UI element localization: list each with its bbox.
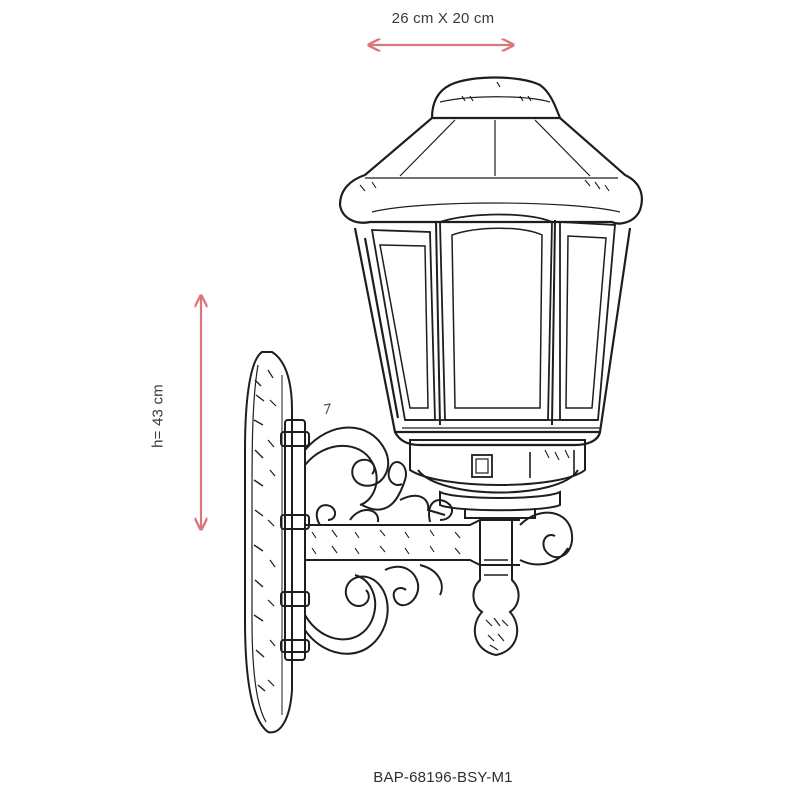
- lantern-roof: [338, 76, 643, 225]
- lantern-base: [409, 439, 586, 519]
- mounting-bar: [280, 419, 310, 661]
- finial: [472, 520, 520, 657]
- height-dimension-label: h= 43 cm: [149, 384, 167, 448]
- width-dimension-label: 26 cm X 20 cm: [391, 10, 495, 27]
- scroll-bracket: [304, 426, 574, 655]
- model-code-label: BAP-68196-BSY-M1: [373, 769, 513, 786]
- sketch-mark: [323, 403, 331, 415]
- lantern-body: [353, 213, 632, 447]
